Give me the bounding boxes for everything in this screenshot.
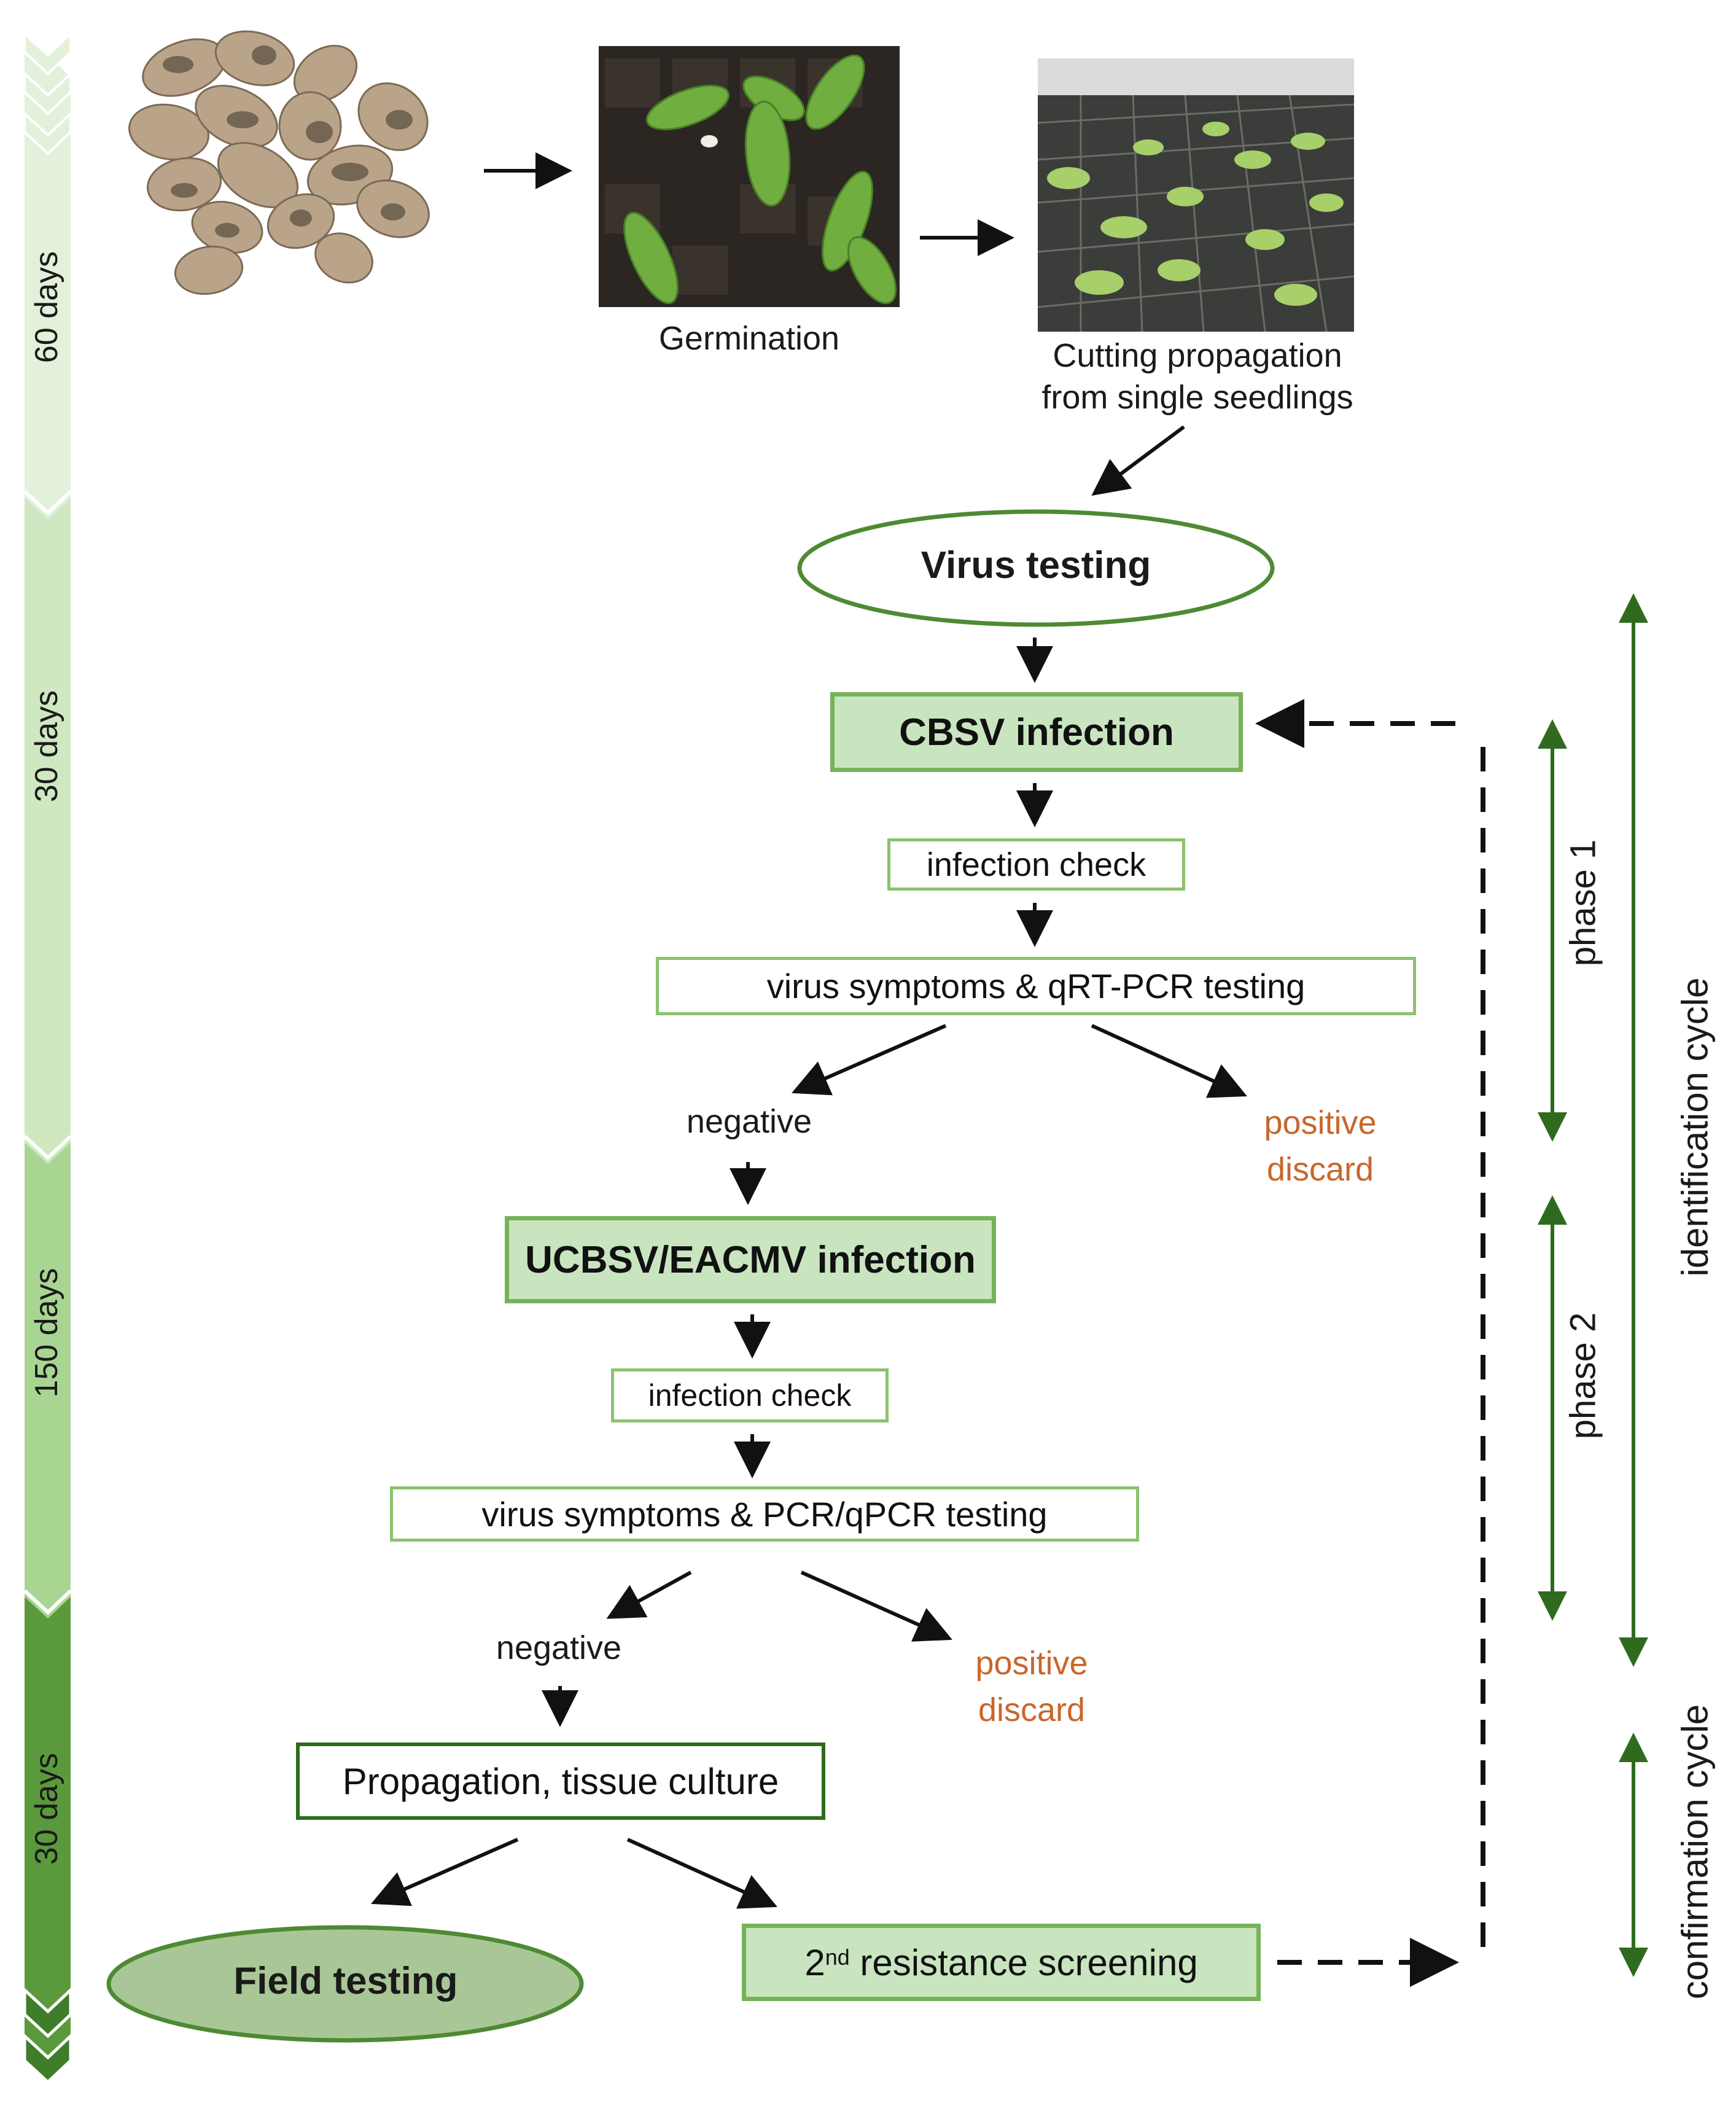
timeline-label-60: 60 days xyxy=(29,251,64,364)
timeline-divider-2 xyxy=(23,1134,72,1161)
timeline-top-chevron-1 xyxy=(23,31,72,76)
arrow-symptoms2-to-positive xyxy=(800,1570,952,1642)
timeline-bottom-chevron-1 xyxy=(23,1986,72,2039)
symptoms-pcr-qpcr-box: virus symptoms & PCR/qPCR testing xyxy=(390,1486,1139,1542)
positive-discard-1-label: positive discard xyxy=(1228,1099,1412,1193)
timeline-bar xyxy=(23,31,72,2085)
germination-photo xyxy=(599,46,900,307)
cassava-seeds-photo xyxy=(128,30,430,295)
positive-discard-2-label: positive discard xyxy=(940,1640,1124,1733)
timeline-segment-150 xyxy=(25,1142,71,1631)
positive-2-text: positive xyxy=(975,1645,1088,1682)
timeline-label-30b: 30 days xyxy=(29,1752,64,1865)
timeline-top-chevron-2 xyxy=(23,71,72,115)
cutting-caption-line2: from single seedlings xyxy=(1041,379,1353,416)
feedback-loop xyxy=(1255,699,1485,1987)
phase2-label: phase 2 xyxy=(1563,1312,1603,1440)
timeline-label-30a: 30 days xyxy=(29,690,64,803)
cutting-caption: Cutting propagation from single seedling… xyxy=(983,335,1412,418)
timeline-label-150: 150 days xyxy=(29,1268,64,1398)
positive-1-text: positive xyxy=(1264,1104,1377,1141)
timeline-segment-30a xyxy=(25,497,71,1176)
field-testing-ellipse xyxy=(106,1925,584,2043)
timeline-segment-60 xyxy=(25,34,71,531)
timeline-divider-3 xyxy=(23,1589,72,1615)
discard-2-text: discard xyxy=(978,1691,1086,1728)
cbsv-infection-box: CBSV infection xyxy=(830,692,1243,772)
cutting-propagation-photo xyxy=(1037,58,1355,332)
confirmation-cycle-label: confirmation cycle xyxy=(1674,1704,1716,2000)
virus-testing-ellipse xyxy=(797,509,1275,627)
resistance-sup: nd xyxy=(825,1945,850,1970)
arrow-symptoms1-to-positive xyxy=(1091,1024,1247,1098)
timeline-bottom-chevron-2 xyxy=(23,2032,72,2085)
arrow-propagation-to-resistance xyxy=(626,1838,777,1909)
negative-2-label: negative xyxy=(496,1629,622,1666)
virus-testing-label: Virus testing xyxy=(921,544,1151,587)
timeline-top-chevron-3 xyxy=(23,111,72,155)
symptoms-qrtpcr-box: virus symptoms & qRT-PCR testing xyxy=(656,957,1416,1015)
phase1-label: phase 1 xyxy=(1563,839,1603,967)
cutting-caption-line1: Cutting propagation xyxy=(1053,337,1342,374)
arrow-propagation-to-field xyxy=(371,1838,519,1906)
field-testing-label: Field testing xyxy=(233,1960,458,2002)
ucbsv-eacmv-infection-box: UCBSV/EACMV infection xyxy=(505,1216,996,1303)
propagation-tissue-culture-box: Propagation, tissue culture xyxy=(296,1742,825,1820)
timeline-segment-30b xyxy=(25,1597,71,2073)
resistance-suffix: resistance screening xyxy=(849,1941,1198,1983)
arrow-cutting-to-virus-testing xyxy=(1091,425,1185,496)
germination-caption: Germination xyxy=(658,320,840,357)
discard-1-text: discard xyxy=(1266,1151,1374,1188)
identification-cycle-label: identification cycle xyxy=(1674,977,1716,1277)
negative-1-label: negative xyxy=(686,1103,812,1140)
arrow-symptoms1-to-negative xyxy=(792,1024,947,1096)
infection-check-1-box: infection check xyxy=(887,838,1185,891)
resistance-prefix: 2 xyxy=(804,1941,825,1983)
infection-check-2-box: infection check xyxy=(611,1368,889,1422)
timeline-divider-1 xyxy=(23,490,72,516)
arrow-symptoms2-to-negative xyxy=(606,1570,692,1619)
